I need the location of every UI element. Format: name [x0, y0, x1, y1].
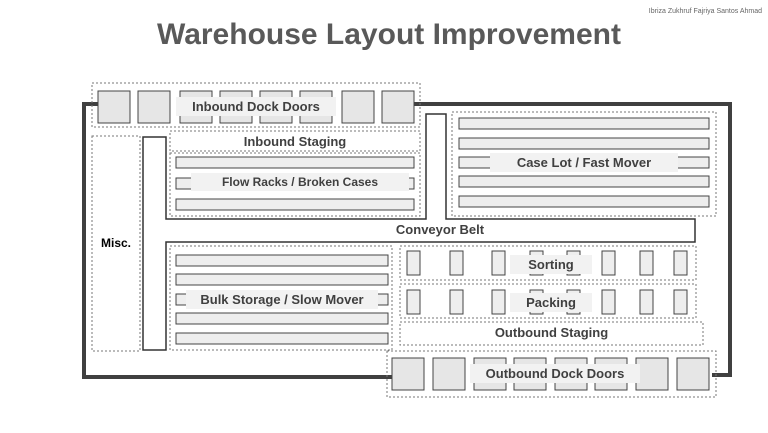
misc-zone: [91, 135, 141, 352]
inbound-staging-label: Inbound Staging: [243, 134, 347, 149]
misc-label: Misc.: [100, 236, 131, 250]
flow-racks-zone: [169, 152, 421, 217]
page-title: Warehouse Layout Improvement: [157, 18, 621, 51]
outbound-dock-doors-label: Outbound Dock Doors: [470, 364, 640, 383]
inbound-dock-zone: [91, 82, 421, 128]
outbound-staging-label: Outbound Staging: [494, 325, 609, 340]
inbound-dock-doors-label: Inbound Dock Doors: [176, 97, 336, 116]
packing-zone: [399, 283, 697, 319]
case-lot-label: Case Lot / Fast Mover: [490, 153, 678, 172]
outbound-staging-zone: [399, 321, 704, 346]
case-lot-zone: [451, 111, 717, 217]
flow-racks-label: Flow Racks / Broken Cases: [191, 173, 409, 191]
author-credit: Ibriza Zukhruf Fajriya Santos Ahmad: [648, 8, 762, 15]
conveyor-belt-label: Conveyor Belt: [395, 222, 485, 237]
sorting-zone: [399, 245, 697, 281]
outbound-dock-zone: [386, 350, 717, 398]
conveyor-belt: [142, 113, 696, 351]
inbound-staging-zone: [169, 130, 421, 152]
bulk-storage-label: Bulk Storage / Slow Mover: [186, 290, 378, 309]
packing-label: Packing: [510, 293, 592, 312]
warehouse-wall: [82, 102, 732, 379]
bulk-storage-zone: [169, 245, 393, 351]
sorting-label: Sorting: [510, 255, 592, 274]
